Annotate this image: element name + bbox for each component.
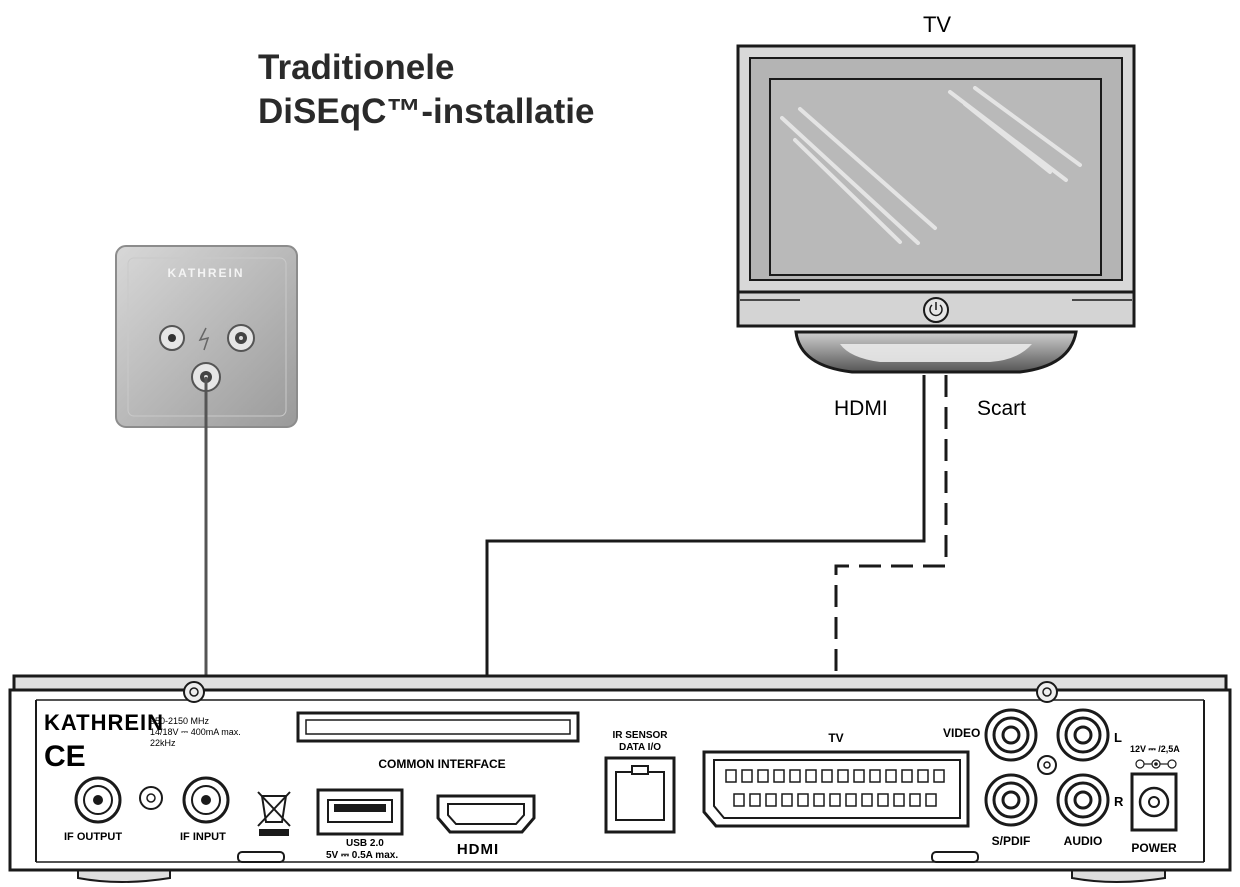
if-spec-frequency: 950-2150 MHz [150, 716, 210, 726]
diagram-title: Traditionele DiSEqC™-installatie [258, 46, 594, 134]
weee-bin-icon [257, 791, 291, 836]
audio-right-rca-jack [1056, 773, 1110, 827]
power-port [1130, 772, 1178, 832]
if-input-label: IF INPUT [180, 831, 226, 843]
power-label: POWER [1131, 841, 1177, 855]
center-screw-icon [1037, 755, 1057, 775]
socket-symbol-icon [198, 327, 210, 351]
title-line-1: Traditionele [258, 48, 455, 87]
ce-mark: CE [44, 740, 86, 773]
ir-data-port [604, 756, 676, 834]
hdmi-logo: HDMI [457, 841, 499, 858]
audio-left-label: L [1114, 730, 1122, 745]
common-interface-label: COMMON INTERFACE [378, 757, 505, 771]
screw-icon [1036, 681, 1058, 703]
scart-cable [834, 375, 948, 740]
hdmi-cable-label: HDMI [834, 397, 888, 420]
receiver: KATHREIN CE 950-2150 MHz 14/18V ⎓ 400mA … [8, 674, 1232, 883]
audio-right-label: R [1114, 794, 1124, 809]
title-line-2: DiSEqC™-installatie [258, 92, 595, 131]
tv: TV [736, 12, 1136, 374]
ir-sensor-label: IR SENSOR [612, 730, 668, 741]
screw-icon [183, 681, 205, 703]
usb-version-label: USB 2.0 [346, 838, 384, 849]
video-rca-jack [984, 708, 1038, 762]
tv-screen [769, 78, 1102, 276]
wall-socket-brand: KATHREIN [167, 266, 244, 280]
if-output-label: IF OUTPUT [64, 831, 122, 843]
screen-glare [780, 86, 1082, 245]
common-interface-slot [296, 711, 580, 743]
data-io-label: DATA I/O [619, 742, 661, 753]
spdif-label: S/PDIF [992, 834, 1031, 848]
if-input-connector [182, 776, 230, 824]
power-spec-label: 12V ⎓ /2,5A [1130, 744, 1180, 754]
tv-label: TV [923, 12, 951, 37]
spdif-rca-jack [984, 773, 1038, 827]
receiver-brand: KATHREIN [44, 710, 164, 735]
usb-power-label: 5V ⎓ 0.5A max. [326, 850, 398, 861]
audio-label: AUDIO [1064, 834, 1103, 848]
scart-tv-label: TV [828, 731, 843, 745]
if-spec-voltage: 14/18V ⎓ 400mA max. [150, 727, 241, 737]
if-output-connector [74, 776, 122, 824]
hdmi-port [436, 794, 536, 834]
audio-left-rca-jack [1056, 708, 1110, 762]
scart-port [702, 750, 970, 828]
if-spec-tone: 22kHz [150, 738, 176, 748]
ground-screw-icon [139, 786, 163, 810]
video-label: VIDEO [943, 726, 980, 740]
usb-port [316, 788, 404, 836]
scart-cable-label: Scart [977, 397, 1026, 420]
polarity-icon [1135, 759, 1177, 769]
